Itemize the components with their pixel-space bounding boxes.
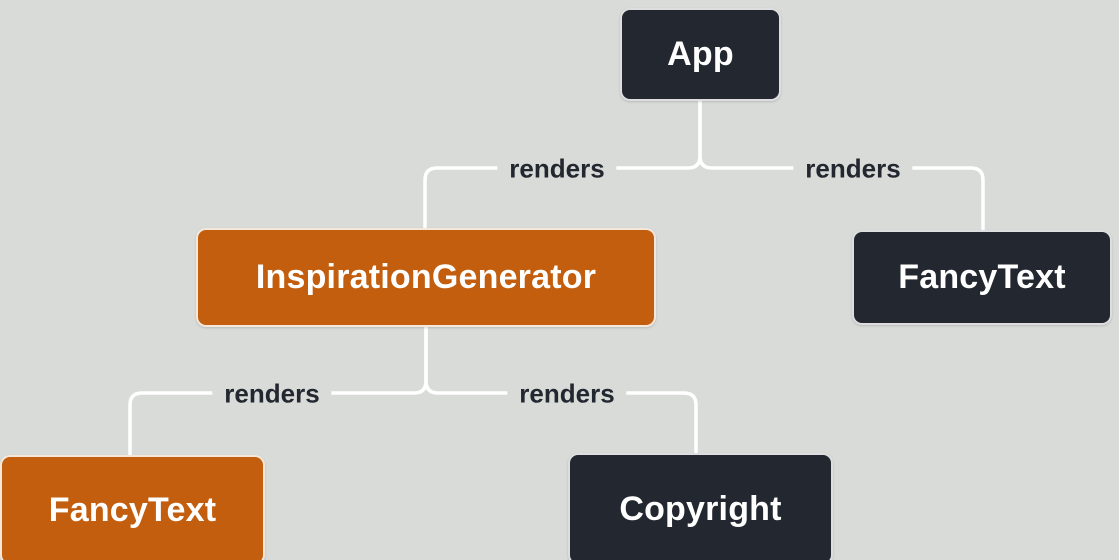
edge-label-renders: renders [212,376,332,412]
edge-label-renders: renders [497,151,617,187]
edge-label-renders: renders [507,376,627,412]
node-app-label: App [667,35,734,73]
node-fancy-text-left: FancyText [0,455,265,560]
node-inspiration-generator: InspirationGenerator [196,228,656,327]
node-fancy-text-right: FancyText [852,230,1112,325]
node-fancy-text-left-label: FancyText [48,490,217,529]
node-fancy-text-right-label: FancyText [898,258,1066,296]
edge-label-renders: renders [793,151,913,187]
node-inspiration-generator-label: InspirationGenerator [255,258,597,296]
node-copyright: Copyright [568,453,833,560]
node-app: App [620,8,781,101]
node-copyright-label: Copyright [619,489,782,528]
